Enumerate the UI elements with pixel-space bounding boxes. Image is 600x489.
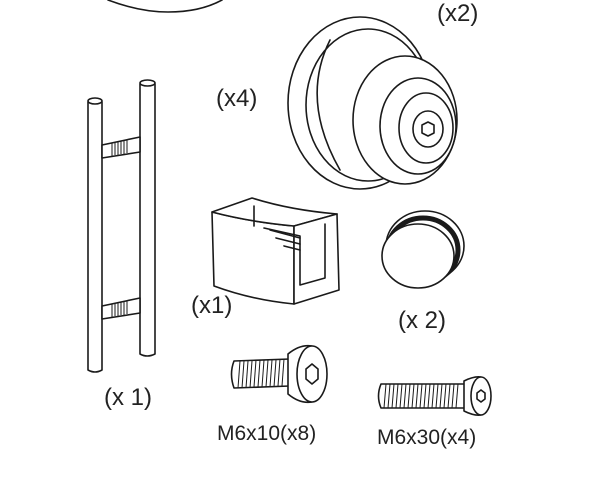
floor-guide-illustration: [211, 197, 340, 305]
handle-count-label: (x 1): [104, 384, 152, 411]
roller-wheel-illustration: [287, 16, 458, 190]
cap-count-label: (x 2): [398, 307, 446, 334]
short-screw-illustration: [230, 344, 328, 404]
end-cap-illustration: [381, 210, 465, 289]
door-handle-illustration: [87, 79, 156, 373]
long-screw-label: M6x30(x4): [377, 426, 477, 449]
top-part-arc: [107, 0, 223, 13]
top-part-count-label: (x2): [437, 0, 479, 27]
long-screw-illustration: [377, 376, 492, 416]
short-screw-label: M6x10(x8): [217, 422, 317, 445]
guide-count-label: (x1): [191, 292, 233, 319]
roller-count-label: (x4): [216, 85, 258, 112]
